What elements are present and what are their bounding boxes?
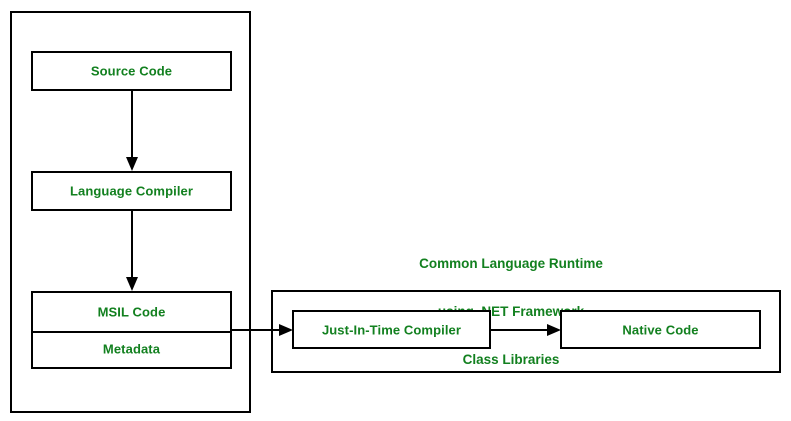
box-language-compiler[interactable]: Language Compiler <box>31 171 232 211</box>
arrow-jit-to-native <box>491 324 561 336</box>
cell-msil-code[interactable]: MSIL Code <box>33 293 230 331</box>
cell-msil-code-label: MSIL Code <box>97 304 166 320</box>
box-jit-compiler-label: Just-In-Time Compiler <box>321 322 462 337</box>
clr-container <box>271 290 781 373</box>
box-native-code-label: Native Code <box>622 322 699 337</box>
msil-metadata-divider <box>33 331 230 333</box>
box-source-code[interactable]: Source Code <box>31 51 232 91</box>
box-source-code-label: Source Code <box>90 63 173 79</box>
compilation-pipeline-container <box>10 11 251 413</box>
clr-caption-line-3: Class Libraries <box>462 352 560 367</box>
arrow-source-to-compiler <box>126 89 138 171</box>
box-jit-compiler[interactable]: Just-In-Time Compiler <box>292 310 491 349</box>
box-native-code[interactable]: Native Code <box>560 310 761 349</box>
arrow-compiler-to-msil <box>126 209 138 291</box>
cell-metadata-label: Metadata <box>102 341 161 357</box>
arrow-msil-to-jit <box>231 324 293 336</box>
clr-caption-line-1: Common Language Runtime <box>419 256 603 271</box>
cell-metadata[interactable]: Metadata <box>33 331 230 367</box>
box-msil-metadata: MSIL Code Metadata <box>31 291 232 369</box>
box-language-compiler-label: Language Compiler <box>69 183 194 199</box>
